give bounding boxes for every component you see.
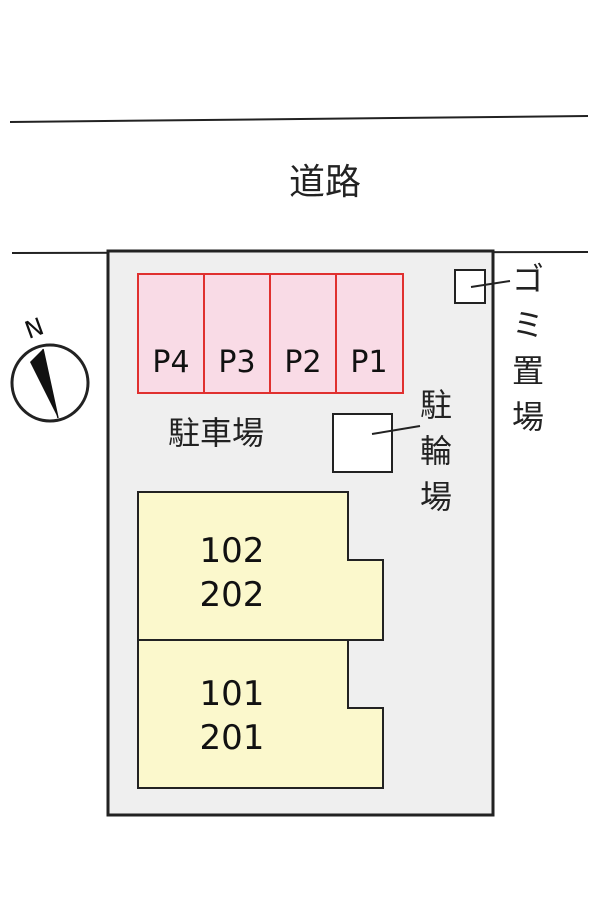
- road-label: 道路: [289, 162, 361, 203]
- bicycle-parking-leader: [371, 425, 421, 435]
- unit-number: 201: [200, 718, 265, 758]
- parking-space-label: P1: [350, 345, 387, 380]
- north-label: N: [21, 312, 47, 344]
- parking-label: 駐車場: [168, 414, 264, 452]
- bicycle-parking-label-char: 輪: [420, 432, 452, 470]
- unit-number: 102: [200, 531, 265, 571]
- parking-space-label: P4: [152, 345, 189, 380]
- road-edge-top: [9, 115, 589, 123]
- bicycle-parking-label-char: 場: [420, 478, 452, 516]
- bicycle-parking-box: [332, 413, 393, 473]
- north-arrow-icon: N: [10, 312, 90, 423]
- bicycle-parking-label-char: 駐: [420, 386, 452, 424]
- unit-number: 202: [200, 575, 265, 615]
- parking-space-p4: [137, 273, 205, 394]
- garbage-label-char: ゴ: [512, 260, 544, 298]
- garbage-label-char: 場: [512, 398, 544, 436]
- unit-number: 101: [200, 674, 265, 714]
- garbage-label-char: 置: [512, 352, 544, 390]
- building-101-201: [137, 639, 384, 789]
- parking-space-p3: [203, 273, 271, 394]
- parking-area: P4 P3 P2 P1: [137, 273, 404, 394]
- garbage-leader: [470, 280, 511, 288]
- garbage-label-char: ミ: [512, 306, 544, 344]
- parking-space-label: P3: [218, 345, 255, 380]
- parking-space-p1: [335, 273, 404, 394]
- parking-space-label: P2: [284, 345, 321, 380]
